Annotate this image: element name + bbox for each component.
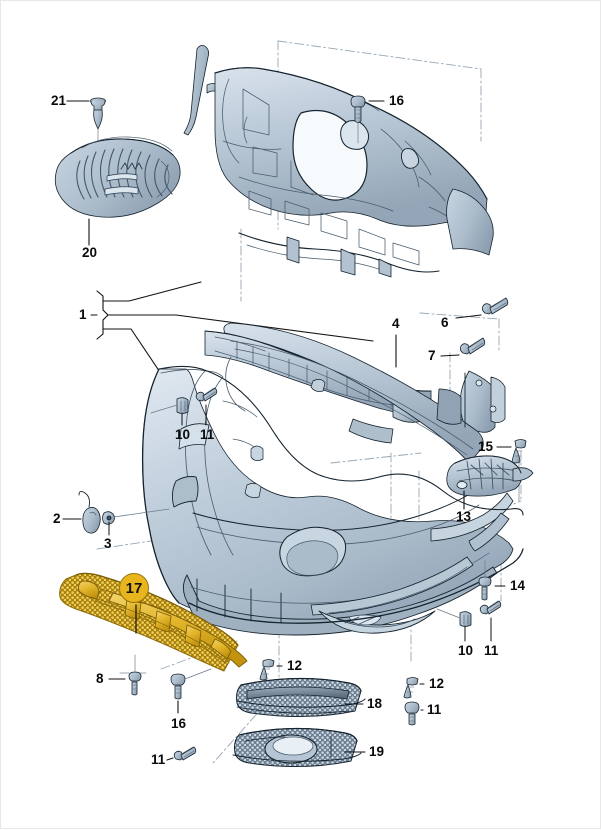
part-2-tow-eye-cover: [78, 490, 101, 534]
callout-label-10-right: 10: [458, 643, 474, 658]
part-12-rivet-b: [403, 677, 419, 699]
part-16-bolt-top: [350, 95, 366, 144]
part-11-screw-bottom-left: [173, 746, 197, 761]
part-10-retaining-clip-upper: [176, 397, 189, 426]
highlighted-callout-badge-17: 17: [119, 573, 149, 603]
callout-label-1: 1: [79, 307, 87, 322]
callout-label-8: 8: [96, 671, 104, 686]
part-11-screw-right: [479, 600, 502, 642]
callout-label-4: 4: [392, 316, 400, 331]
part-11-screw-upper: [195, 387, 218, 426]
callout-label-19: 19: [369, 744, 385, 759]
part-front-bumper-cover: [141, 365, 524, 636]
part-3-retaining-clip: [102, 511, 115, 536]
part-20-radiator-grille: [54, 136, 181, 218]
part-6-flange-bolt: [481, 297, 509, 315]
part-18-air-intake-grille: [236, 677, 366, 718]
part-16-bolt-lower: [170, 673, 186, 714]
part-4-impact-beam: [223, 322, 506, 464]
callout-label-13: 13: [456, 509, 472, 524]
callout-label-12-a: 12: [287, 658, 303, 673]
part-19-air-intake-grille-fog: [232, 727, 362, 768]
part-14-bolt: [478, 560, 492, 601]
callout-label-7: 7: [428, 348, 436, 363]
part-15-expanding-nut: [511, 439, 527, 502]
callout-label-11-c: 11: [427, 702, 442, 717]
part-10-retaining-clip-right: [459, 611, 472, 642]
callout-label-3: 3: [104, 536, 112, 551]
callout-label-12-b: 12: [429, 676, 445, 691]
part-front-end-carrier: [183, 45, 494, 278]
callout-label-16-top: 16: [389, 93, 405, 108]
callout-label-11-upper: 11: [200, 427, 215, 442]
part-13-mounting-bracket: [446, 455, 534, 497]
callout-label-11-d: 11: [151, 752, 166, 767]
callout-label-14: 14: [510, 578, 526, 593]
callout-label-21: 21: [51, 93, 67, 108]
callout-label-11-right: 11: [484, 643, 499, 658]
part-12-rivet-a: [259, 659, 275, 681]
callout-label-6: 6: [441, 315, 449, 330]
callout-label-2: 2: [53, 511, 61, 526]
callout-label-18: 18: [367, 696, 383, 711]
callout-label-10-upper: 10: [175, 427, 191, 442]
part-21-expanding-rivet: [90, 97, 106, 142]
part-8-screw: [128, 654, 142, 696]
callout-label-16-lower: 16: [171, 716, 187, 731]
part-7-hex-bolt: [459, 337, 486, 355]
callout-label-20: 20: [82, 245, 98, 260]
part-11-screw-lower-right: [404, 701, 420, 726]
callout-label-15: 15: [478, 439, 494, 454]
